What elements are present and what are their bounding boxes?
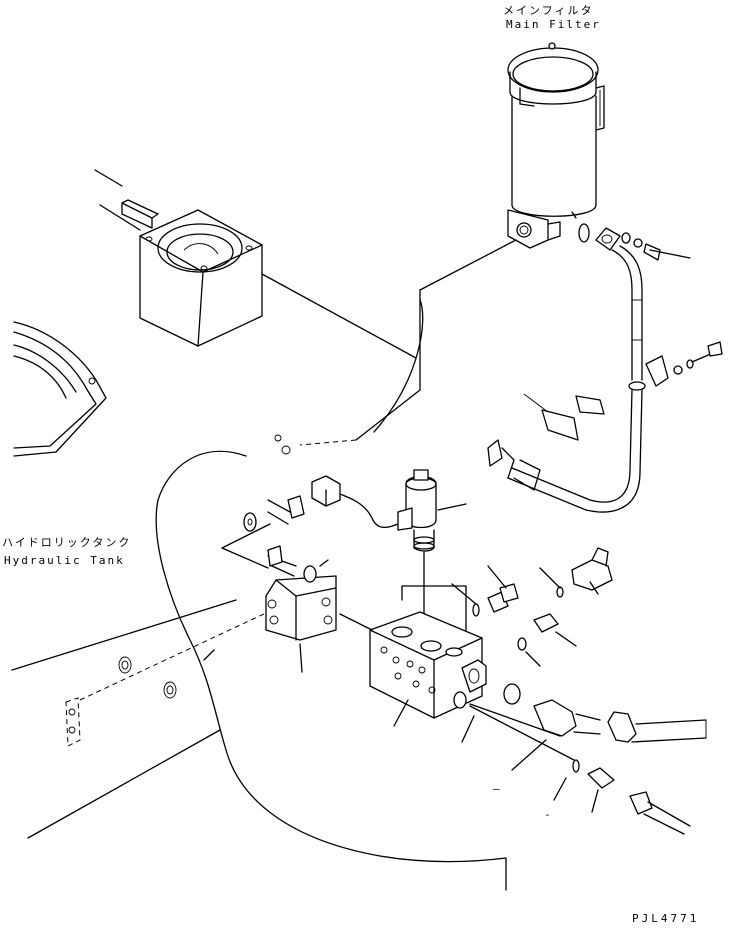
main-filter (419, 42, 605, 291)
tank-top-plate (94, 169, 417, 359)
hose-clamp (523, 341, 723, 441)
valve-fittings (451, 547, 707, 835)
drawing-code: PJL4771 (632, 912, 700, 925)
solenoid-valve (311, 469, 467, 633)
hydraulic-tank-label-jp: ハイドロリックタンク (2, 536, 132, 549)
filter-outlet-fittings (578, 223, 691, 261)
callout-dash-1: – (493, 782, 502, 795)
filter-leader-line (274, 289, 421, 455)
callout-dash-2: - (544, 808, 553, 821)
main-filter-label-en: Main Filter (506, 18, 601, 31)
tank-mounting-holes (65, 611, 269, 747)
bracket-bolts (221, 495, 329, 583)
filter-hose (487, 245, 646, 513)
main-filter-label-jp: メインフィルタ (503, 4, 594, 17)
hydraulic-tank-label-en: Hydraulic Tank (4, 554, 125, 567)
hydraulic-tank-outline (11, 299, 507, 891)
swing-ring (13, 321, 107, 457)
valve-block (339, 585, 487, 727)
valve-bracket (265, 575, 337, 673)
tank-port-housing (121, 199, 263, 347)
